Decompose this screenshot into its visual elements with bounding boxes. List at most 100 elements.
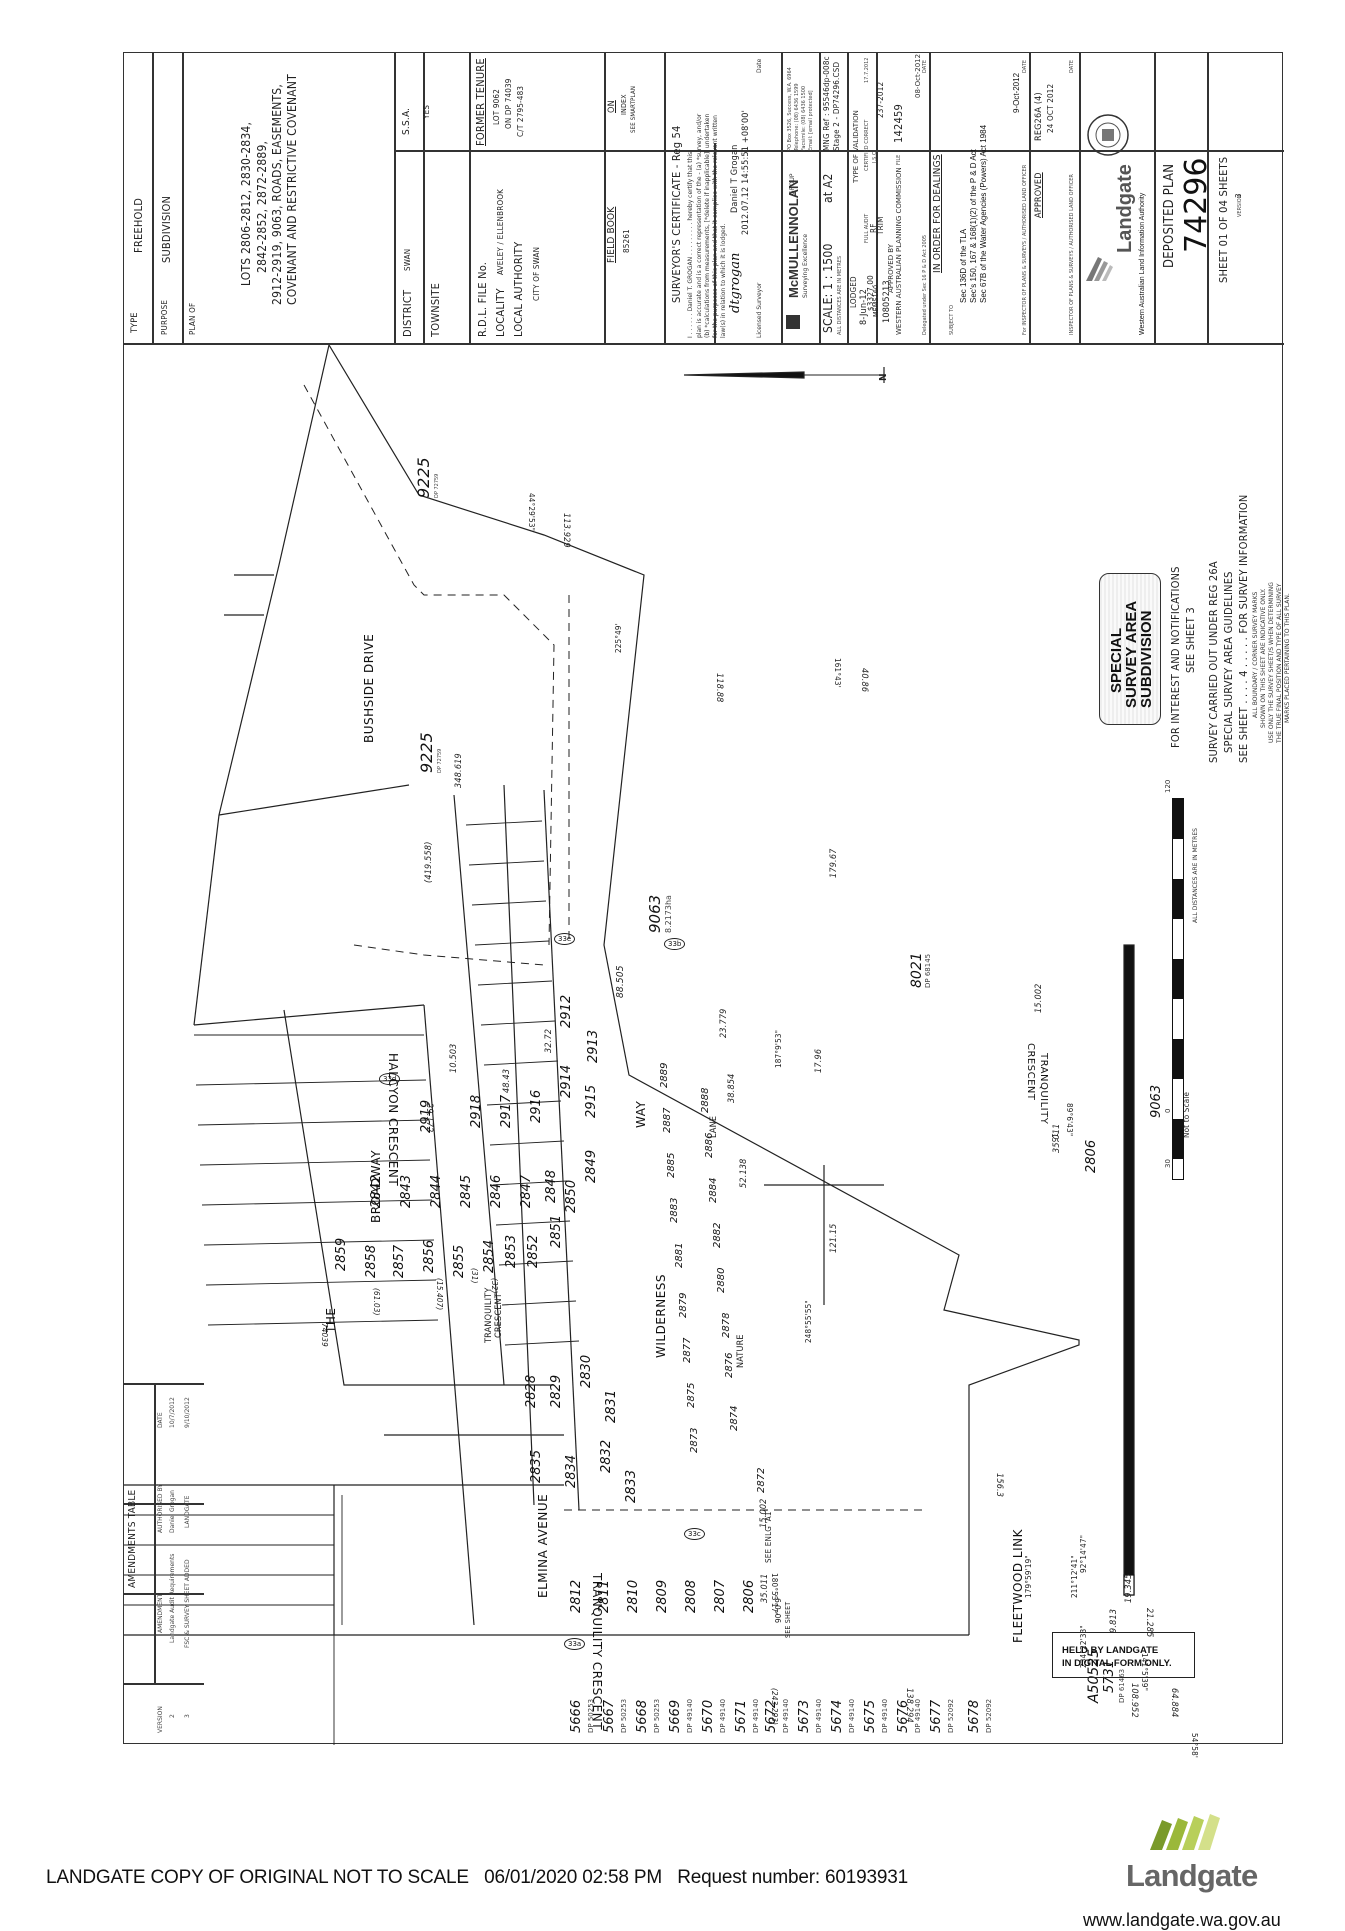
divider <box>1079 53 1081 343</box>
easement-33a: 33a <box>564 1638 586 1650</box>
amend-col-authorised: AUTHORISED BY <box>157 1484 164 1533</box>
lot-2807: 2807 <box>713 1579 728 1613</box>
lot-2829: 2829 <box>549 1374 564 1408</box>
lot-2833: 2833 <box>624 1469 639 1503</box>
amend-row-1-date: 10/7/2012 <box>169 1397 176 1428</box>
adj-lot-5677: 5677 <box>929 1699 944 1733</box>
lot-2876: 2876 <box>724 1352 735 1378</box>
lot-2885: 2885 <box>666 1152 677 1178</box>
lot-2912: 2912 <box>559 994 574 1028</box>
divider <box>423 53 425 343</box>
lot-2881: 2881 <box>674 1242 685 1268</box>
dim-118-88: 118.88 <box>714 673 724 703</box>
lot-2809: 2809 <box>655 1579 670 1613</box>
amend-row-2-date: 9/10/2012 <box>184 1397 191 1428</box>
field-book-value: 85261 <box>622 229 631 253</box>
dim-38-854: 38.854 <box>727 1073 737 1103</box>
fsc-number: 237-2012 <box>876 81 885 118</box>
surveyor-cert-body-3: for the purposes of this plan and that i… <box>712 115 719 338</box>
lot-2889: 2889 <box>659 1062 670 1088</box>
lot-2880: 2880 <box>716 1267 727 1293</box>
adj-lot-5666-dp: DP 50253 <box>587 1698 595 1733</box>
lot-2850: 2850 <box>564 1179 579 1213</box>
dealings-title: IN ORDER FOR DEALINGS <box>932 154 943 273</box>
lot-9063-area: 8.2173ha <box>664 895 673 933</box>
footer-url[interactable]: www.landgate.wa.gov.au <box>1083 1910 1281 1930</box>
adj-lot-5671: 5671 <box>734 1699 749 1733</box>
firm-tagline: Surveying Excellence <box>802 233 809 298</box>
lot-2914: 2914 <box>559 1064 574 1098</box>
lot-2883: 2883 <box>669 1197 680 1223</box>
dim-187-9-53: 187°9'53" <box>774 1029 783 1068</box>
print-datetime: 06/01/2020 02:58 PM <box>484 1867 662 1888</box>
scale-tick-30: 30 <box>1164 1159 1172 1168</box>
plan-of-label: PLAN OF <box>188 302 197 335</box>
divider <box>664 53 666 343</box>
north-arrow-label: N <box>878 373 889 381</box>
held-line-1: HELD BY LANDGATE <box>1062 1645 1159 1656</box>
enl-dim-15: 15 <box>1050 1133 1059 1143</box>
ssa-value: YES <box>422 104 431 119</box>
approved-officer: INSPECTOR OF PLANS & SURVEYS / AUTHORISE… <box>1069 174 1075 335</box>
dim-248-55-55: 248°55'55" <box>804 1300 813 1343</box>
enl-road-tranquility-1: TRANQUILITY <box>1038 1053 1049 1125</box>
enl-dim-15-002: 15.002 <box>1034 983 1044 1013</box>
landgate-logo-icon <box>1086 257 1113 281</box>
dim-179-67: 179.67 <box>829 848 839 878</box>
purpose-value: SUBDIVISION <box>160 195 173 263</box>
divider <box>929 53 931 343</box>
landgate-footer-logo-icon <box>1150 1814 1220 1850</box>
firm-contact-4: Email: [email protected] <box>808 90 814 151</box>
amend-row-1-by: Daniel Grogan <box>169 1490 176 1533</box>
survey-map <box>124 345 1135 1745</box>
scale-bar-note: ALL DISTANCES ARE IN METRES <box>1192 828 1199 923</box>
wa-crest-icon <box>1087 114 1129 156</box>
amend-col-version: VERSION <box>157 1706 164 1733</box>
lot-2849: 2849 <box>584 1149 599 1183</box>
firm-contact-3: Facsimile: (08) 6436 1500 <box>801 85 807 151</box>
dim-74039: 74039 <box>320 1323 329 1347</box>
dealings-date-label: DATE <box>1022 59 1028 73</box>
dim-61-03: (61.03) <box>372 1288 381 1316</box>
dim-10-503: 10.503 <box>449 1043 459 1073</box>
lot-2879: 2879 <box>678 1292 689 1318</box>
dim-31: (31) <box>470 1268 479 1284</box>
adj-lot-5671-dp: DP 49140 <box>752 1698 760 1733</box>
road-tranquility-2b: CRESCENT <box>494 1293 504 1338</box>
see-sheet-label: SEE SHEET <box>784 1601 792 1638</box>
dim-52-138: 52.138 <box>739 1158 749 1188</box>
lot-2848: 2848 <box>544 1169 559 1203</box>
dim-64-884: 64.884 <box>1169 1688 1179 1718</box>
approved-date: 24 OCT 2012 <box>1046 83 1055 133</box>
divider <box>1207 53 1209 343</box>
footer-brand: Landgate <box>1126 1858 1258 1893</box>
road-fleetwood: FLEETWOOD LINK <box>1011 1529 1025 1643</box>
road-way: WAY <box>634 1100 648 1128</box>
dim-17-96: 17.96 <box>814 1048 824 1073</box>
amend-col-amendment: AMENDMENT <box>157 1593 164 1633</box>
footer-notice: LANDGATE COPY OF ORIGINAL NOT TO SCALE 0… <box>46 1867 908 1889</box>
dim-108-952: 108.952 <box>1129 1683 1139 1718</box>
adj-lot-5677-dp: DP 52092 <box>947 1698 955 1733</box>
lot-9225-south: 9225 <box>417 732 436 773</box>
isc-label: I.S.C. <box>872 150 878 163</box>
divider <box>469 53 471 343</box>
lot-2913: 2913 <box>586 1029 601 1063</box>
dealings-officer: For INSPECTOR OF PLANS & SURVEYS / AUTHO… <box>1022 164 1028 335</box>
amend-line <box>124 1683 204 1685</box>
note-survey-1: SURVEY CARRIED OUT UNDER REG 26A <box>1207 561 1220 763</box>
adj-lot-5668: 5668 <box>635 1699 650 1733</box>
former-tenure-3: C/T 2795-483 <box>516 85 525 137</box>
scale-bar <box>1172 798 1184 1180</box>
locality-value: AVELEY / ELLENBROOK <box>496 188 505 275</box>
divider <box>604 53 606 343</box>
dealing-item-1: Sec 136D of the TLA <box>959 228 968 303</box>
lot-2855: 2855 <box>452 1244 467 1278</box>
note-fine-5: MARKS PLACED PERTAINING TO THIS PLAN. <box>1284 593 1291 723</box>
scale-tick-0: 0 <box>1164 1108 1172 1113</box>
adj-lot-5670: 5670 <box>701 1699 716 1733</box>
lot-2858: 2858 <box>364 1244 379 1278</box>
surveyor-timestamp: 2012.07.12 14:55:51 +08'00' <box>741 109 751 235</box>
amend-row-2-version: 3 <box>184 1714 191 1718</box>
amend-row-2-by: LANDGATE <box>184 1495 191 1528</box>
